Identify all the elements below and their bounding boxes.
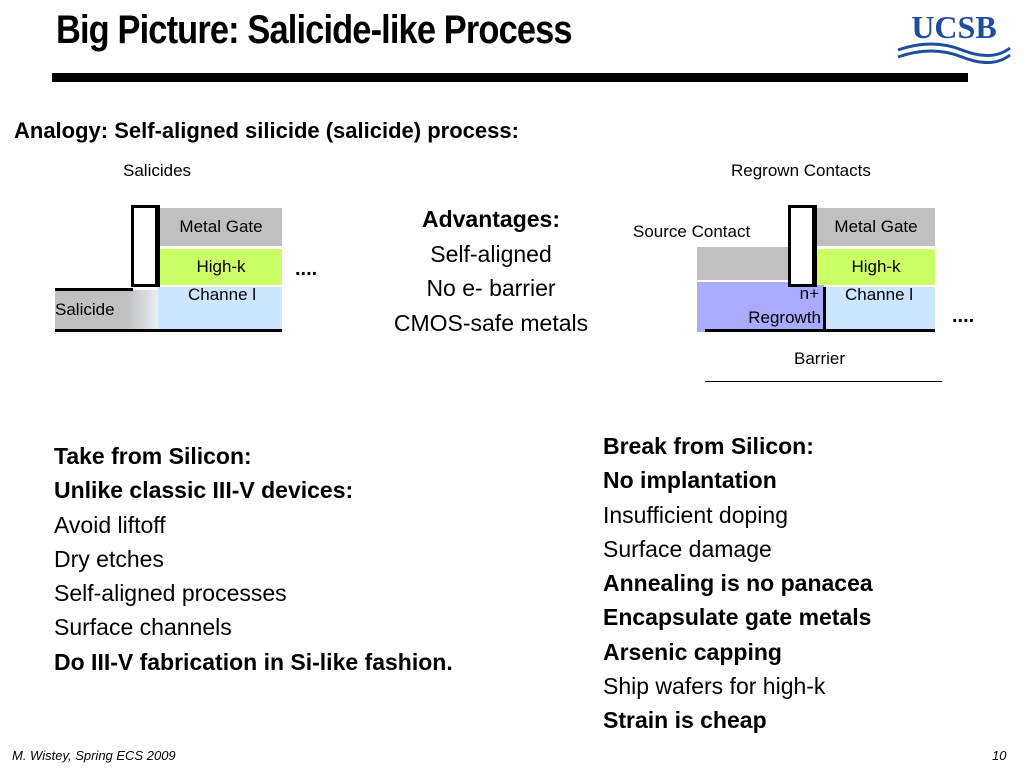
right-channel: Channe l <box>826 285 935 330</box>
svg-text:UCSB: UCSB <box>911 9 996 45</box>
take-item: Dry etches <box>54 545 164 572</box>
footer-author: M. Wistey, Spring ECS 2009 <box>12 748 176 763</box>
break-item: Annealing is no panacea <box>603 570 873 597</box>
break-item: Surface damage <box>603 535 772 562</box>
left-salicide: Salicide <box>55 290 158 330</box>
break-item: Break from Silicon: <box>603 433 814 459</box>
source-contact-label: Source Contact <box>633 222 751 241</box>
advantages-block: Advantages: Self-aligned No e- barrier C… <box>360 202 622 340</box>
take-item: Surface channels <box>54 614 232 641</box>
left-salicide-label: Salicide <box>55 300 115 319</box>
left-ellipsis: .... <box>295 258 318 280</box>
barrier-line <box>705 381 942 382</box>
right-gate-edge <box>814 205 817 287</box>
left-channel-label: Channe l <box>188 285 257 304</box>
right-metal-gate-label: Metal Gate <box>834 217 918 236</box>
take-item: Avoid liftoff <box>54 511 166 538</box>
left-salicide-top-line <box>55 288 133 291</box>
right-metal-gate: Metal Gate <box>817 208 935 246</box>
right-channel-label: Channe l <box>845 285 914 304</box>
right-high-k-label: High-k <box>851 257 901 276</box>
regrowth-label: Regrowth <box>748 308 821 327</box>
n-plus-label: n+ <box>799 284 819 303</box>
page-number: 10 <box>992 748 1007 763</box>
take-item: Do III-V fabrication in Si-like fashion. <box>54 648 453 675</box>
ucsb-logo: UCSB <box>897 9 1011 64</box>
right-spacer <box>788 205 815 287</box>
source-contact <box>697 247 788 280</box>
right-high-k: High-k <box>817 249 935 285</box>
take-from-silicon-list: Take from Silicon: Unlike classic III-V … <box>54 439 453 679</box>
break-item: Ship wafers for high-k <box>603 673 826 700</box>
subheading: Analogy: Self-aligned silicide (salicide… <box>14 118 519 143</box>
left-metal-gate: Metal Gate <box>160 208 282 246</box>
advantages-heading: Advantages: <box>421 206 561 232</box>
left-gate-edge <box>157 205 160 287</box>
advantage-item: Self-aligned <box>430 240 552 267</box>
break-item: No implantation <box>603 467 777 494</box>
take-item: Self-aligned processes <box>54 580 287 607</box>
break-item: Encapsulate gate metals <box>603 604 872 631</box>
left-high-k: High-k <box>160 249 282 285</box>
right-ellipsis: .... <box>952 305 975 327</box>
left-high-k-label: High-k <box>196 257 246 276</box>
advantage-item: No e- barrier <box>426 275 556 301</box>
take-item: Unlike classic III-V devices: <box>54 477 354 504</box>
break-from-silicon-list: Break from Silicon: No implantation Insu… <box>603 429 873 738</box>
take-item: Take from Silicon: <box>54 443 252 469</box>
left-spacer <box>131 205 158 287</box>
advantage-item: CMOS-safe metals <box>393 309 589 336</box>
break-item: Insufficient doping <box>603 501 788 528</box>
left-channel: Channe l <box>158 285 282 330</box>
salicides-caption: Salicides <box>123 161 192 180</box>
left-base-line <box>55 329 282 332</box>
break-item: Strain is cheap <box>603 707 767 734</box>
right-base-line <box>705 329 935 332</box>
barrier-label: Barrier <box>794 349 846 368</box>
left-metal-gate-label: Metal Gate <box>179 217 263 236</box>
right-regrowth-edge <box>823 287 826 332</box>
break-item: Arsenic capping <box>603 638 782 665</box>
regrown-contacts-caption: Regrown Contacts <box>731 161 871 180</box>
slide-title: Big Picture: Salicide-like Process <box>56 8 573 52</box>
title-rule <box>52 73 968 82</box>
n-plus-regrowth: n+ Regrowth <box>697 282 824 332</box>
